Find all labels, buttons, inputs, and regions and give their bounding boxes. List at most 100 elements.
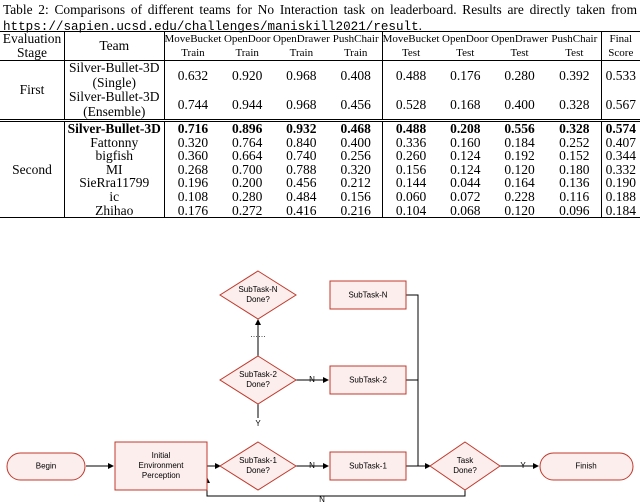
score-cell: 0.716: [164, 118, 222, 136]
header-task: OpenDoor: [221, 31, 273, 46]
score-cell: 0.896: [221, 118, 273, 136]
score-cell: 0.188: [605, 188, 636, 204]
score-cell: 0.567: [601, 90, 640, 121]
team-name: SieRra11799: [64, 176, 165, 190]
score-cell: 0.484: [286, 188, 317, 204]
score-cell: 0.120: [504, 161, 535, 177]
score-cell: 0.136: [548, 176, 602, 190]
score-cell: 0.060: [395, 188, 427, 204]
flow-arrow: [406, 294, 419, 380]
subtask-2-decision-label: Done?: [246, 380, 270, 389]
connector-label-n: N: [319, 495, 325, 504]
header-split: Train: [221, 46, 273, 61]
score-cell: 0.740: [286, 148, 317, 164]
caption-url[interactable]: https://sapien.ucsd.edu/challenges/manis…: [3, 19, 419, 34]
subtask-n-decision: [219, 270, 297, 320]
score-cell: 0.744: [164, 90, 222, 121]
score-cell: 0.360: [177, 148, 209, 164]
score-cell: 0.280: [231, 188, 263, 204]
score-cell: 0.096: [548, 203, 602, 219]
header-split: Test: [548, 46, 602, 61]
score-cell: 0.328: [548, 90, 602, 121]
score-cell: 0.156: [329, 190, 383, 204]
score-cell: 0.228: [504, 188, 535, 204]
header-task: OpenDrawer: [491, 31, 548, 46]
header-task: PushChair: [548, 31, 602, 46]
score-cell: 0.336: [395, 134, 427, 150]
score-cell: 0.332: [605, 161, 636, 177]
score-cell: 0.320: [329, 163, 383, 177]
ellipsis-label: ……: [250, 330, 266, 339]
score-cell: 0.168: [439, 90, 492, 121]
header-split: Test: [382, 46, 440, 61]
subtask-n-decision-label: Done?: [246, 295, 270, 304]
subtask-n-decision-label: SubTask-N: [238, 285, 277, 294]
task-done-decision-label: Done?: [453, 466, 477, 475]
team-name: Silver-Bullet-3D: [64, 118, 165, 136]
connector-label-y: Y: [255, 419, 261, 428]
score-cell: 0.124: [450, 161, 481, 177]
score-cell: 0.944: [221, 90, 273, 121]
subtask-2-decision: [219, 355, 297, 405]
team-name: ic: [64, 190, 165, 204]
score-cell: 0.160: [450, 134, 481, 150]
score-cell: 0.488: [395, 67, 427, 83]
header-split: Score: [601, 46, 640, 61]
score-cell: 0.344: [605, 148, 636, 164]
score-cell: 0.968: [272, 90, 330, 121]
score-cell: 0.788: [286, 161, 317, 177]
flow-arrow: [406, 379, 419, 466]
header-task: PushChair: [329, 31, 383, 46]
init-perception-label: Initial: [152, 451, 171, 460]
header-split: Train: [272, 46, 330, 61]
subtask-1-decision: [219, 441, 297, 491]
score-cell: 0.400: [329, 135, 383, 150]
score-cell: 0.932: [272, 118, 330, 136]
connector-label-n: N: [309, 375, 315, 384]
task-done-decision-label: Task: [457, 456, 474, 465]
score-cell: 0.272: [221, 203, 273, 219]
score-cell: 0.116: [548, 190, 602, 204]
score-cell: 0.556: [491, 118, 548, 136]
score-cell: 0.156: [395, 161, 427, 177]
score-cell: 0.632: [177, 67, 209, 83]
header-task: Final: [601, 31, 640, 46]
header-task: OpenDrawer: [272, 31, 330, 46]
score-cell: 0.196: [177, 175, 209, 191]
subtask-1-node: [329, 451, 407, 481]
header-split: Train: [164, 46, 222, 61]
score-cell: 0.328: [548, 118, 602, 136]
score-cell: 0.392: [548, 60, 602, 90]
score-cell: 0.120: [491, 203, 548, 219]
team-name: Silver-Bullet-3D(Ensemble): [64, 89, 165, 121]
score-cell: 0.260: [395, 148, 427, 164]
score-cell: 0.044: [450, 175, 481, 191]
subtask-2-node: [329, 365, 407, 395]
score-cell: 0.488: [382, 118, 440, 136]
score-cell: 0.408: [329, 60, 383, 90]
score-cell: 0.456: [329, 90, 383, 121]
score-cell: 0.252: [548, 135, 602, 150]
score-cell: 0.320: [177, 134, 209, 150]
connector-label-y: Y: [520, 461, 526, 470]
subtask-n-label: SubTask-N: [348, 291, 387, 300]
score-cell: 0.190: [605, 175, 636, 191]
subtask-1-label: SubTask-1: [349, 462, 387, 471]
team-name: Fattonny: [64, 135, 165, 150]
score-cell: 0.920: [231, 67, 263, 83]
caption-tail: .: [418, 17, 423, 33]
subtask-1-decision-label: Done?: [246, 466, 270, 475]
score-cell: 0.072: [450, 188, 481, 204]
team-name: Zhihao: [64, 203, 165, 219]
finish-node: [539, 452, 634, 481]
score-cell: 0.124: [450, 148, 481, 164]
